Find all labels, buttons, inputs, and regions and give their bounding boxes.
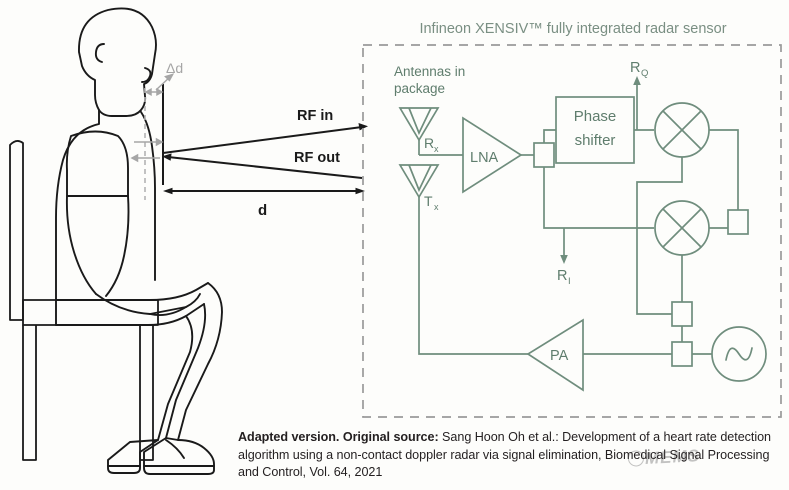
- phase-shifter: [555, 96, 635, 164]
- wire-mixerq-to-lo: [709, 129, 739, 210]
- distance-d-measure: d: [163, 187, 365, 219]
- wire-mixerq-lo-feed: [636, 157, 683, 228]
- splitter-lo-upper: [671, 301, 693, 327]
- rf-out-label: RF out: [294, 150, 340, 166]
- antennas-caption-line2: package: [394, 81, 445, 96]
- antenna-rx-label: R: [424, 135, 434, 151]
- antenna-rx-sub: x: [434, 144, 439, 154]
- wire-splitter-to-mixer-i: [543, 167, 654, 229]
- mixer-i: [654, 200, 710, 256]
- delta-d-measure: Δd: [130, 60, 183, 200]
- distance-d-label: d: [258, 202, 267, 219]
- local-oscillator: [711, 326, 767, 382]
- panel-title: Infineon XENSIV™ fully integrated radar …: [419, 21, 726, 37]
- phase-shifter-label-line2: shifter: [575, 132, 616, 149]
- lna-amplifier: [462, 116, 523, 194]
- antennas-caption-line1: Antennas in: [394, 64, 465, 79]
- source-caption: Adapted version. Original source: Sang H…: [238, 429, 786, 482]
- mixer-q: [654, 102, 710, 158]
- splitter-lo-lower: [671, 341, 693, 367]
- rf-out-signal: RF out: [162, 150, 363, 179]
- rf-in-signal: RF in: [162, 108, 368, 154]
- output-ri-label: R: [557, 268, 567, 284]
- delta-d-label: Δd: [166, 60, 183, 76]
- wire-pa-to-tx: [418, 212, 528, 355]
- splitter-right: [727, 209, 749, 235]
- antenna-tx-label: T: [424, 193, 433, 209]
- antenna-rx: [398, 107, 440, 155]
- wire-q-lo-down: [636, 228, 672, 315]
- caption-body: Sang Hoon Oh et al.: Development of a he…: [238, 430, 771, 480]
- panel-border: [362, 44, 782, 418]
- antenna-tx-sub: x: [434, 202, 439, 212]
- caption-lead: Adapted version. Original source:: [238, 430, 439, 444]
- output-rq-label: R: [630, 60, 640, 76]
- pa-label: PA: [550, 348, 569, 364]
- phase-shifter-label-line1: Phase: [574, 108, 617, 125]
- pa-amplifier: [526, 318, 584, 392]
- splitter-lna: [533, 142, 555, 168]
- lna-label: LNA: [470, 150, 499, 166]
- output-ri-sub: I: [568, 276, 571, 287]
- output-rq-sub: Q: [641, 68, 648, 79]
- rf-in-label: RF in: [297, 108, 333, 124]
- wire-splitter-to-ps: [543, 129, 556, 143]
- seated-person: [55, 7, 223, 475]
- antenna-tx: [398, 164, 440, 212]
